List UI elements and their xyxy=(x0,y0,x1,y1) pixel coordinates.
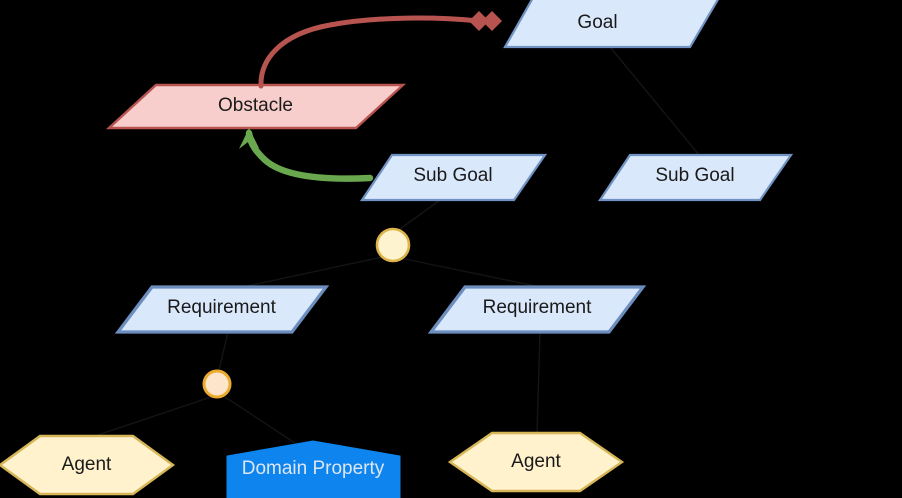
green-edge-path[interactable] xyxy=(245,129,374,182)
obstacle-shape[interactable] xyxy=(105,83,407,130)
node-refinement-circle-upper[interactable] xyxy=(375,227,411,263)
link-refinement-to-requirement-left xyxy=(237,256,383,289)
requirement-left-shape[interactable] xyxy=(114,285,330,334)
agent-right-shape[interactable] xyxy=(447,431,625,493)
domain-property-shape[interactable] xyxy=(226,440,401,498)
red-double-diamond-arrowhead-icon xyxy=(469,11,489,31)
node-requirement-right[interactable] xyxy=(427,285,647,334)
refinement-circle-upper-shape[interactable] xyxy=(375,227,411,263)
subgoal-left-shape[interactable] xyxy=(359,153,548,202)
requirement-right-shape[interactable] xyxy=(427,285,647,334)
node-refinement-circle-lower[interactable] xyxy=(202,369,232,399)
link-requirement-right-to-agent-right xyxy=(536,331,541,434)
link-refinement-to-requirement-right xyxy=(399,257,546,289)
link-goal-to-subgoal-right xyxy=(609,46,701,157)
node-agent-left[interactable] xyxy=(0,434,176,496)
refinement-circle-lower-shape[interactable] xyxy=(202,369,232,399)
red-edge-path[interactable] xyxy=(258,15,481,89)
node-obstacle[interactable] xyxy=(105,83,407,130)
subgoal-right-shape[interactable] xyxy=(597,153,794,202)
node-subgoal-left[interactable] xyxy=(359,153,548,202)
node-domain-property[interactable] xyxy=(226,440,401,498)
link-refinement-lower-to-domain-property xyxy=(224,396,296,444)
link-requirement-left-to-refinement-lower xyxy=(218,331,229,371)
edge-obstruction[interactable] xyxy=(258,11,502,89)
link-refinement-lower-to-agent-left xyxy=(91,396,212,438)
node-requirement-left[interactable] xyxy=(114,285,330,334)
node-goal[interactable] xyxy=(503,0,720,49)
green-arrowhead-icon xyxy=(239,128,259,149)
red-double-diamond-arrowhead-icon-2 xyxy=(482,11,502,31)
node-agent-right[interactable] xyxy=(447,431,625,493)
agent-left-shape[interactable] xyxy=(0,434,176,496)
link-subgoal-left-to-refinement xyxy=(399,199,441,230)
goal-shape[interactable] xyxy=(503,0,720,49)
connector-links xyxy=(91,46,701,444)
node-subgoal-right[interactable] xyxy=(597,153,794,202)
edge-obstructed-by[interactable] xyxy=(239,128,374,182)
